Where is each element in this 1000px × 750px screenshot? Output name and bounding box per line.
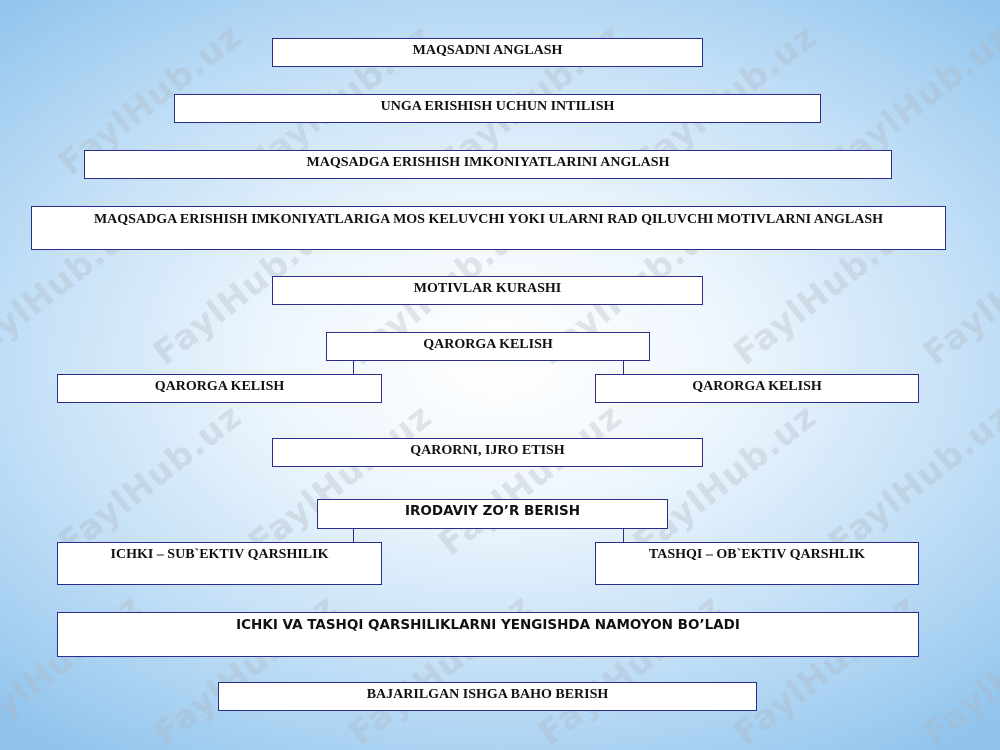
box-baho: BAJARILGAN ISHGA BAHO BERISH xyxy=(218,682,757,711)
connector-irodaviy-right xyxy=(623,529,624,543)
watermark-text: FaylHub.uz xyxy=(916,586,1000,750)
watermark-text: FaylHub.uz xyxy=(241,396,440,564)
box-qarorga-kelish-left: QARORGA KELISH xyxy=(57,374,382,403)
box-ichki: ICHKI – SUB`EKTIV QARSHILIK xyxy=(57,542,382,585)
box-motivlar-kurashi: MOTIVLAR KURASHI xyxy=(272,276,703,305)
watermark-text: FaylHub.uz xyxy=(726,586,925,750)
box-erishish-intilish: UNGA ERISHISH UCHUN INTILISH xyxy=(174,94,821,123)
connector-qarorga-right xyxy=(623,361,624,375)
connector-qarorga-left xyxy=(353,361,354,375)
box-motivlarni-anglash: MAQSADGA ERISHISH IMKONIYATLARIGA MOS KE… xyxy=(31,206,946,250)
watermark-text: FaylHub.uz xyxy=(146,586,345,750)
watermark-text: FaylHub.uz xyxy=(0,586,150,750)
box-qarorni-ijro: QARORNI, IJRO ETISH xyxy=(272,438,703,467)
watermark-text: FaylHub.uz xyxy=(431,396,630,564)
watermark-text: FaylHub.uz xyxy=(51,396,250,564)
box-irodaviy: IRODAVIY ZO’R BERISH xyxy=(317,499,668,529)
box-imkoniyatlarini-anglash: MAQSADGA ERISHISH IMKONIYATLARINI ANGLAS… xyxy=(84,150,892,179)
box-qarorga-kelish: QARORGA KELISH xyxy=(326,332,650,361)
box-yengishda: ICHKI VA TASHQI QARSHILIKLARNI YENGISHDA… xyxy=(57,612,919,657)
watermark-text: FaylHub.uz xyxy=(531,586,730,750)
box-qarorga-kelish-right: QARORGA KELISH xyxy=(595,374,919,403)
box-tashqi: TASHQI – OB`EKTIV QARSHLIK xyxy=(595,542,919,585)
watermark-text: FaylHub.uz xyxy=(341,586,540,750)
box-maqsadni-anglash: MAQSADNI ANGLASH xyxy=(272,38,703,67)
watermark-text: FaylHub.uz xyxy=(821,396,1000,564)
watermark-text: FaylHub.uz xyxy=(626,396,825,564)
connector-irodaviy-left xyxy=(353,529,354,543)
